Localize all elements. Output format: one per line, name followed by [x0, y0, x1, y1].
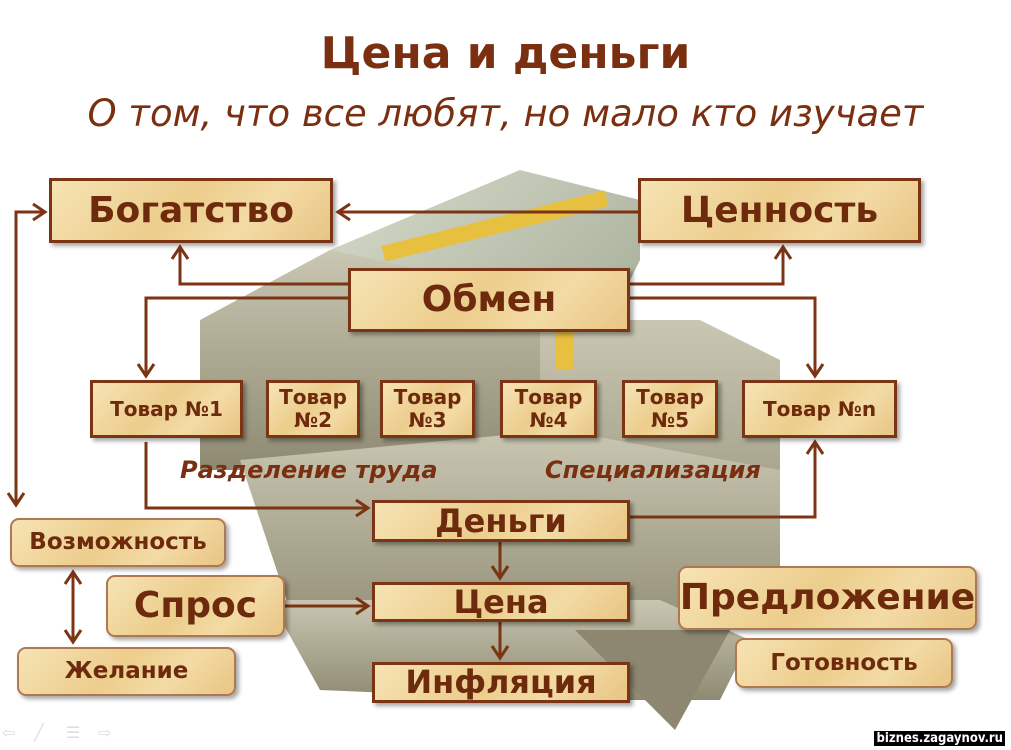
pen-icon[interactable]: ╱ — [34, 723, 44, 742]
node-good-n: Товар №n — [742, 380, 897, 438]
slide-title: Цена и деньги — [320, 28, 691, 79]
node-desire: Желание — [17, 647, 236, 696]
node-opportunity: Возможность — [10, 518, 226, 567]
node-good-5: Товар №5 — [622, 380, 718, 438]
node-good-2: Товар №2 — [266, 380, 360, 438]
node-good-1: Товар №1 — [90, 380, 243, 438]
node-money: Деньги — [372, 500, 630, 542]
node-inflation: Инфляция — [372, 662, 630, 703]
node-good-3: Товар №3 — [380, 380, 475, 438]
watermark: biznes.zagaynov.ru — [874, 731, 1005, 746]
node-wealth: Богатство — [49, 178, 333, 243]
label-division-of-labor: Разделение труда — [180, 456, 438, 484]
node-value: Ценность — [638, 178, 921, 243]
menu-icon[interactable]: ☰ — [66, 723, 81, 742]
node-readiness: Готовность — [735, 638, 953, 688]
node-exchange: Обмен — [348, 268, 630, 332]
node-supply: Предложение — [678, 566, 977, 630]
slide-subtitle: О том, что все любят, но мало кто изучае… — [87, 92, 924, 135]
prev-slide-icon[interactable]: ⇦ — [2, 723, 16, 742]
node-demand: Спрос — [106, 575, 285, 637]
node-price: Цена — [372, 582, 630, 622]
label-specialization: Специализация — [545, 456, 761, 484]
node-good-4: Товар №4 — [500, 380, 597, 438]
next-slide-icon[interactable]: ⇨ — [98, 723, 112, 742]
